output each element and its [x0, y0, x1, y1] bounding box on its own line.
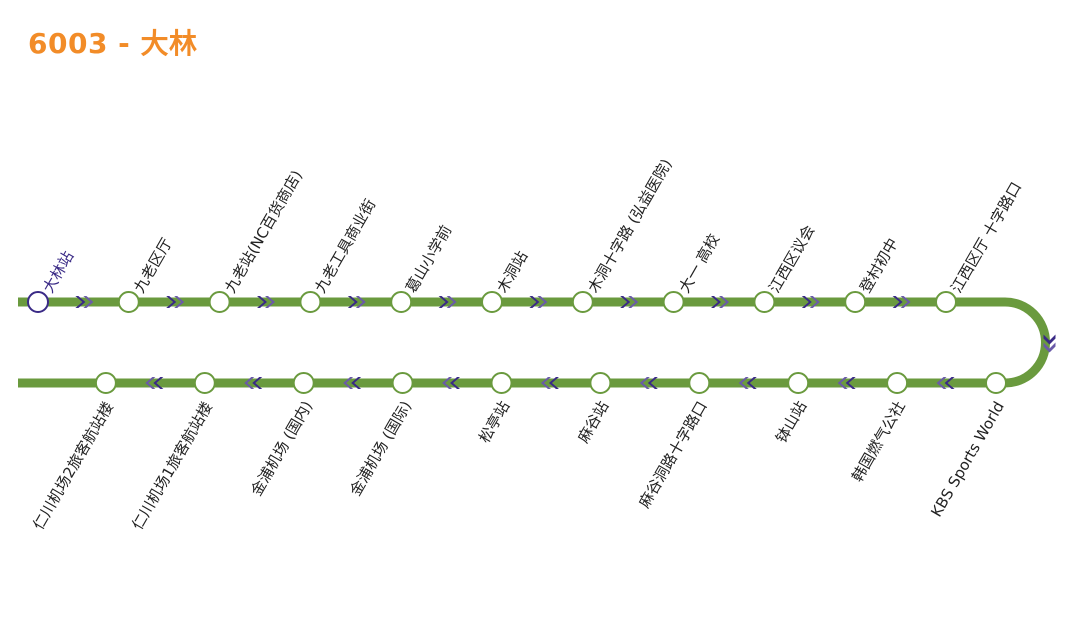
station-marker[interactable]	[787, 372, 810, 394]
chevron-icon	[1043, 342, 1056, 353]
chevron-icon	[529, 296, 540, 308]
chevron-icon	[355, 296, 366, 308]
chevron-icon	[145, 377, 156, 389]
chevron-icon	[837, 377, 848, 389]
direction-arrow-icon	[343, 377, 362, 389]
station-marker[interactable]	[299, 291, 322, 313]
station-marker[interactable]	[589, 372, 612, 394]
chevron-icon	[83, 296, 94, 308]
station-marker[interactable]	[391, 372, 414, 394]
chevron-icon	[174, 296, 185, 308]
chevron-icon	[265, 296, 275, 308]
station-marker[interactable]	[117, 291, 140, 313]
route-track	[18, 297, 1050, 388]
direction-arrow-icon	[801, 296, 820, 308]
direction-arrow-icon	[738, 377, 757, 389]
direction-arrow-icon	[711, 296, 729, 308]
chevron-icon	[809, 296, 820, 308]
chevron-icon	[343, 377, 354, 389]
route-title: 6003 - 大林	[28, 27, 198, 60]
chevron-icon	[801, 296, 812, 308]
station-marker[interactable]	[292, 372, 315, 394]
station-marker[interactable]	[481, 291, 503, 313]
station-marker[interactable]	[490, 372, 513, 394]
chevron-icon	[446, 296, 457, 308]
chevron-icon	[845, 377, 856, 389]
station-marker[interactable]	[662, 291, 685, 313]
current-station-marker[interactable]	[27, 291, 49, 313]
direction-arrow-icon	[347, 296, 366, 308]
chevron-icon	[746, 377, 757, 389]
stations	[27, 291, 1007, 394]
direction-arrow-icon	[892, 296, 911, 308]
chevron-icon	[620, 296, 631, 308]
station-marker[interactable]	[688, 372, 711, 394]
chevron-icon	[892, 296, 903, 308]
chevron-icon	[944, 377, 955, 389]
direction-arrow-icon	[936, 377, 955, 389]
chevron-icon	[537, 296, 548, 308]
direction-arrow-icon	[540, 377, 559, 389]
station-marker[interactable]	[985, 372, 1007, 394]
direction-arrow-icon	[166, 296, 185, 308]
chevron-icon	[548, 377, 559, 389]
chevron-icon	[719, 296, 729, 308]
direction-arrow-icon	[438, 296, 457, 308]
chevron-icon	[442, 377, 453, 389]
route-line	[18, 297, 1050, 388]
direction-arrow-icon	[257, 296, 275, 308]
direction-arrow-icon	[837, 377, 856, 389]
direction-arrow-icon	[244, 377, 263, 389]
station-marker[interactable]	[844, 291, 867, 313]
chevron-icon	[75, 296, 86, 308]
chevron-icon	[647, 377, 658, 389]
station-marker[interactable]	[208, 291, 231, 313]
station-marker[interactable]	[571, 291, 594, 313]
chevron-icon	[628, 296, 639, 308]
direction-arrow-icon	[529, 296, 548, 308]
chevron-icon	[900, 296, 911, 308]
station-marker[interactable]	[94, 372, 117, 394]
direction-arrow-icon	[145, 377, 164, 389]
chevron-icon	[244, 377, 255, 389]
chevron-icon	[738, 377, 749, 389]
station-marker[interactable]	[390, 291, 413, 313]
direction-arrows	[75, 296, 1056, 389]
chevron-icon	[153, 377, 164, 389]
chevron-icon	[540, 377, 551, 389]
station-marker[interactable]	[193, 372, 216, 394]
chevron-icon	[936, 377, 947, 389]
chevron-icon	[252, 377, 263, 389]
direction-arrow-icon	[75, 296, 94, 308]
chevron-icon	[1043, 334, 1056, 345]
station-marker[interactable]	[753, 291, 776, 313]
chevron-icon	[711, 296, 721, 308]
direction-arrow-icon	[1043, 334, 1056, 353]
chevron-icon	[450, 377, 461, 389]
chevron-icon	[347, 296, 358, 308]
station-marker[interactable]	[886, 372, 909, 394]
station-marker[interactable]	[935, 291, 957, 313]
chevron-icon	[639, 377, 650, 389]
direction-arrow-icon	[442, 377, 461, 389]
chevron-icon	[257, 296, 267, 308]
chevron-icon	[166, 296, 177, 308]
direction-arrow-icon	[639, 377, 658, 389]
chevron-icon	[351, 377, 362, 389]
chevron-icon	[438, 296, 449, 308]
direction-arrow-icon	[620, 296, 639, 308]
